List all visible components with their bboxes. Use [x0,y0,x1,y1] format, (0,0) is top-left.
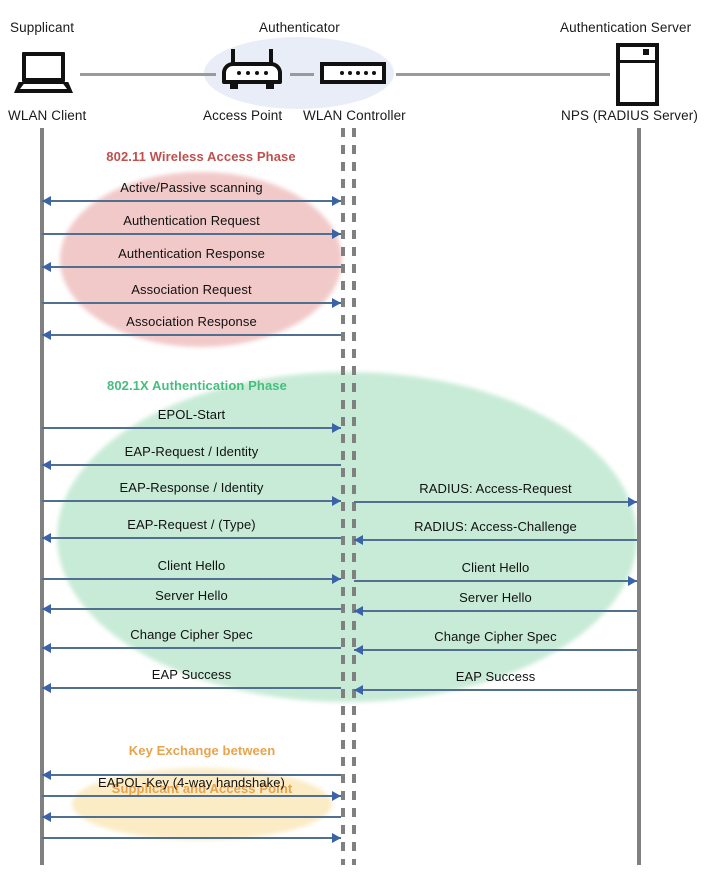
message-arrow-line [42,334,341,336]
message-label-active-passive-scanning: Active/Passive scanning [120,180,263,195]
message-label-eap-success: EAP Success [151,667,232,682]
wire-controller-to-server [396,73,610,76]
message-arrow-head-right [332,298,341,308]
message-arrow-line [42,500,341,502]
actor-device-wlan-controller: WLAN Controller [303,108,406,123]
message-label-change-cipher-spec: Change Cipher Spec [130,627,253,642]
message-arrow-line [42,687,341,689]
message-arrow-head-left [42,770,51,780]
message-arrow-head-left [42,262,51,272]
message-arrow-line [42,200,341,202]
message-label-authentication-response: Authentication Response [118,246,265,261]
message-arrow-line [354,649,637,651]
access-point-icon [222,49,282,89]
message-arrow-head-left [42,460,51,470]
message-arrow-head-right [332,791,341,801]
message-arrow-head-left [354,685,363,695]
message-arrow-head-left [42,604,51,614]
message-arrow-head-left [354,535,363,545]
message-arrow-head-right [332,833,341,843]
phase-title-key-exchange-line2: Supplicant and Access Point [111,781,293,796]
message-label-authentication-request: Authentication Request [123,213,260,228]
lifeline-wlan-controller [352,128,356,865]
wlan-controller-icon [320,62,386,84]
message-label-change-cipher-spec: Change Cipher Spec [434,629,557,644]
lifeline-supplicant [40,128,44,865]
message-arrow-line [42,266,341,268]
message-label-server-hello: Server Hello [459,590,532,605]
phase-title-key-exchange-line1: Key Exchange between [128,743,276,758]
phase-ellipse-key-exchange [72,768,332,840]
message-label-eapol-key-4-way-handshake: EAPOL-Key (4-way handshake) [98,775,285,790]
actor-role-authenticator: Authenticator [259,20,340,35]
message-label-eap-response-identity: EAP-Response / Identity [119,480,264,495]
message-arrow-head-left [354,645,363,655]
message-arrow-head-left [354,606,363,616]
message-arrow-line [354,610,637,612]
message-arrow-line [42,537,341,539]
message-arrow-line [42,608,341,610]
message-label-server-hello: Server Hello [155,588,228,603]
message-arrow-line [42,233,341,235]
message-arrow-line [42,816,341,818]
message-arrow-line [354,539,637,541]
message-arrow-line [354,501,637,503]
message-arrow-head-right [332,196,341,206]
message-arrow-line [42,837,341,839]
message-arrow-head-left [42,683,51,693]
message-arrow-head-left [42,533,51,543]
server-icon [616,43,659,106]
wire-client-to-ap [80,73,216,76]
message-arrow-head-right [628,497,637,507]
message-arrow-head-right [332,229,341,239]
message-label-client-hello: Client Hello [157,558,226,573]
message-arrow-line [354,689,637,691]
phase-title-wireless-access: 802.11 Wireless Access Phase [106,149,296,164]
message-arrow-line [42,774,341,776]
message-label-association-response: Association Response [126,314,257,329]
message-arrow-line [42,578,341,580]
message-arrow-head-right [332,423,341,433]
message-label-radius-access-challenge: RADIUS: Access-Challenge [414,519,577,534]
message-arrow-head-left [42,643,51,653]
phase-title-dot1x-auth: 802.1X Authentication Phase [107,378,287,393]
message-arrow-line [42,427,341,429]
actor-device-wlan-client: WLAN Client [8,108,87,123]
message-label-eap-request-type: EAP-Request / (Type) [127,517,256,532]
message-label-client-hello: Client Hello [461,560,530,575]
lifeline-auth-server [637,128,641,865]
actor-device-nps-radius-server: NPS (RADIUS Server) [561,108,698,123]
message-label-eap-request-identity: EAP-Request / Identity [124,444,259,459]
phase-title-key-exchange: Key Exchange between Supplicant and Acce… [62,722,342,817]
lifeline-access-point [341,128,345,865]
actor-role-authentication-server: Authentication Server [560,20,692,35]
message-arrow-head-left [42,196,51,206]
laptop-icon [14,52,73,93]
message-label-epol-start: EPOL-Start [157,407,226,422]
wire-ap-to-controller [290,73,314,76]
message-arrow-line [354,580,637,582]
message-arrow-head-right [332,496,341,506]
message-label-eap-success: EAP Success [455,669,536,684]
message-label-radius-access-request: RADIUS: Access-Request [419,481,572,496]
message-label-association-request: Association Request [131,282,252,297]
message-arrow-head-left [42,812,51,822]
message-arrow-line [42,795,341,797]
message-arrow-line [42,647,341,649]
message-arrow-head-right [332,574,341,584]
message-arrow-head-left [42,330,51,340]
message-arrow-line [42,302,341,304]
message-arrow-head-right [628,576,637,586]
message-arrow-line [42,464,341,466]
actor-device-access-point: Access Point [203,108,283,123]
actor-role-supplicant: Supplicant [10,20,75,35]
